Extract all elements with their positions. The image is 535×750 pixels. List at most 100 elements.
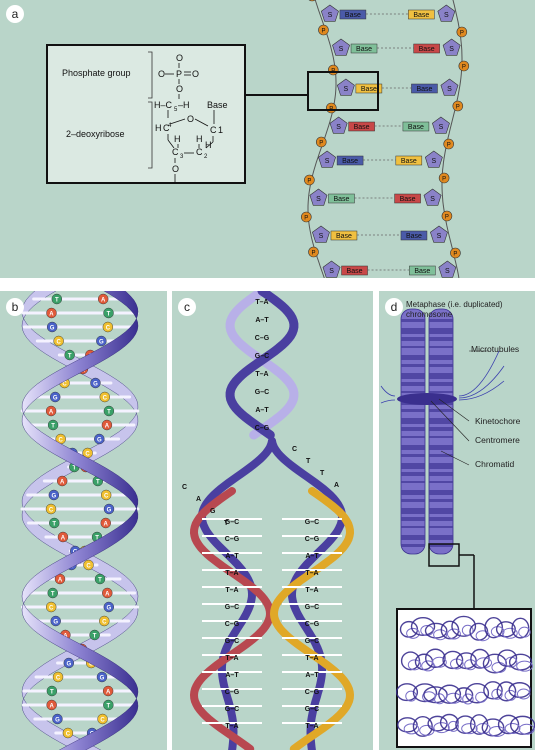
atom-o-left: O	[158, 69, 165, 79]
chromatid-band	[401, 517, 425, 521]
phosphate-circle	[441, 210, 453, 222]
leader-line	[438, 398, 470, 422]
base-letter: T	[96, 480, 100, 486]
sugar-letter: S	[437, 233, 442, 240]
chromatin-loop	[502, 627, 518, 639]
chromatid-band	[429, 526, 453, 528]
base-letter: T	[51, 592, 55, 598]
base-letter: G	[107, 508, 112, 514]
base-circle	[52, 671, 64, 683]
base-circle	[96, 671, 108, 683]
chromatid-band	[401, 481, 425, 483]
top-pair-label: T–A	[255, 299, 268, 306]
phosphate-circle	[301, 211, 312, 223]
chromatin-loop	[465, 682, 490, 704]
phosphate-circle	[452, 100, 464, 112]
chromatid-band	[401, 382, 425, 386]
chromatin-loop	[518, 626, 531, 638]
chromatin-loop	[446, 628, 461, 640]
chromatid-band	[401, 337, 425, 341]
phosphate-circle	[438, 172, 450, 184]
base-letter: A	[61, 536, 66, 542]
chromatin-loop	[395, 683, 419, 702]
phosphate-bracket	[148, 51, 153, 99]
base-letter: G	[66, 662, 71, 668]
chromatid-band	[429, 499, 453, 502]
base-letter: A	[58, 578, 63, 584]
base-circle	[94, 433, 105, 445]
chromatid-band	[429, 382, 453, 386]
base-circle	[46, 321, 58, 333]
top-pair-label: G–C	[255, 353, 269, 360]
phosphate-letter: P	[456, 105, 460, 111]
top-pair-label: G–C	[255, 389, 269, 396]
panel-d: d Metaphase (i.e. duplicated) chromosome…	[379, 291, 535, 750]
kinetochore-label: Kinetochore	[475, 416, 521, 426]
left-pair-label: C–G	[225, 536, 240, 543]
atom-c5-num: 5	[174, 107, 178, 113]
atom-c1-num: 1	[218, 125, 223, 135]
base-letter: A	[104, 522, 109, 528]
top-pair-label: C–G	[255, 425, 270, 432]
chromatid-band	[429, 355, 453, 360]
panel-label-d: d	[385, 298, 403, 316]
base-label: Base	[419, 46, 435, 53]
unpaired-base-right: T	[320, 470, 325, 477]
base-letter: T	[106, 704, 110, 710]
panel-a: a Phosphate group 2–deoxyribose O O P O …	[0, 0, 535, 278]
chromatin-loop	[406, 627, 420, 639]
base-letter: G	[99, 340, 104, 346]
base-letter: T	[52, 522, 56, 528]
base-letter: T	[72, 466, 76, 472]
atom-o-ester: O	[172, 164, 179, 174]
base-circle	[101, 419, 113, 431]
unpaired-base-left: C	[182, 484, 187, 491]
chromatid-band	[401, 535, 425, 540]
chromatid-band	[401, 445, 425, 450]
chromatid-band	[401, 427, 425, 431]
sugar-pentagon	[440, 78, 459, 96]
base-circle	[45, 405, 57, 417]
dna-strand	[189, 487, 275, 750]
chromatin-loop	[488, 725, 506, 737]
base-letter: T	[93, 634, 97, 640]
chromatid-band	[429, 364, 453, 367]
base-letter: G	[52, 494, 57, 500]
atom-hc: H–C	[154, 100, 173, 110]
base-circle	[99, 615, 110, 627]
sugar-pentagon	[318, 150, 336, 168]
base-circle	[47, 419, 59, 431]
atom-c4: C	[163, 123, 170, 133]
phosphate-letter: P	[321, 29, 325, 35]
sugar-letter: S	[316, 196, 321, 203]
phosphate-circle	[304, 174, 315, 186]
dna-strand	[268, 437, 347, 750]
chromatin-loop	[483, 681, 503, 700]
unpaired-base-left: A	[196, 496, 201, 503]
base-label: Base	[336, 233, 352, 240]
base-circle	[53, 335, 64, 347]
base-letter: A	[105, 592, 110, 598]
chromatin-loop	[462, 693, 474, 705]
replication-diagram: T–AA–TC–GG–CT–AG–CA–TC–GCAGTCTTAG–CC–GA–…	[182, 291, 355, 750]
base-circle	[54, 573, 66, 585]
base-letter: G	[106, 606, 111, 612]
base-label: Base	[400, 196, 416, 203]
chromatid-band	[429, 436, 453, 438]
chromatin-loop	[447, 720, 459, 732]
base-block	[402, 121, 430, 132]
base-letter: C	[104, 494, 109, 500]
sugar-letter: S	[445, 268, 450, 275]
phosphate-letter: P	[311, 251, 315, 257]
top-pair-label: C–G	[255, 335, 270, 342]
phosphate-circle	[315, 136, 327, 148]
base-circle	[89, 629, 100, 641]
base-circle	[45, 503, 57, 515]
chromatin-loop	[412, 683, 438, 703]
chromatid-band	[401, 364, 425, 367]
chromatid-band	[429, 544, 453, 547]
base-label: Base	[406, 233, 422, 240]
base-letter: C	[100, 718, 105, 724]
base-letter: A	[49, 704, 54, 710]
